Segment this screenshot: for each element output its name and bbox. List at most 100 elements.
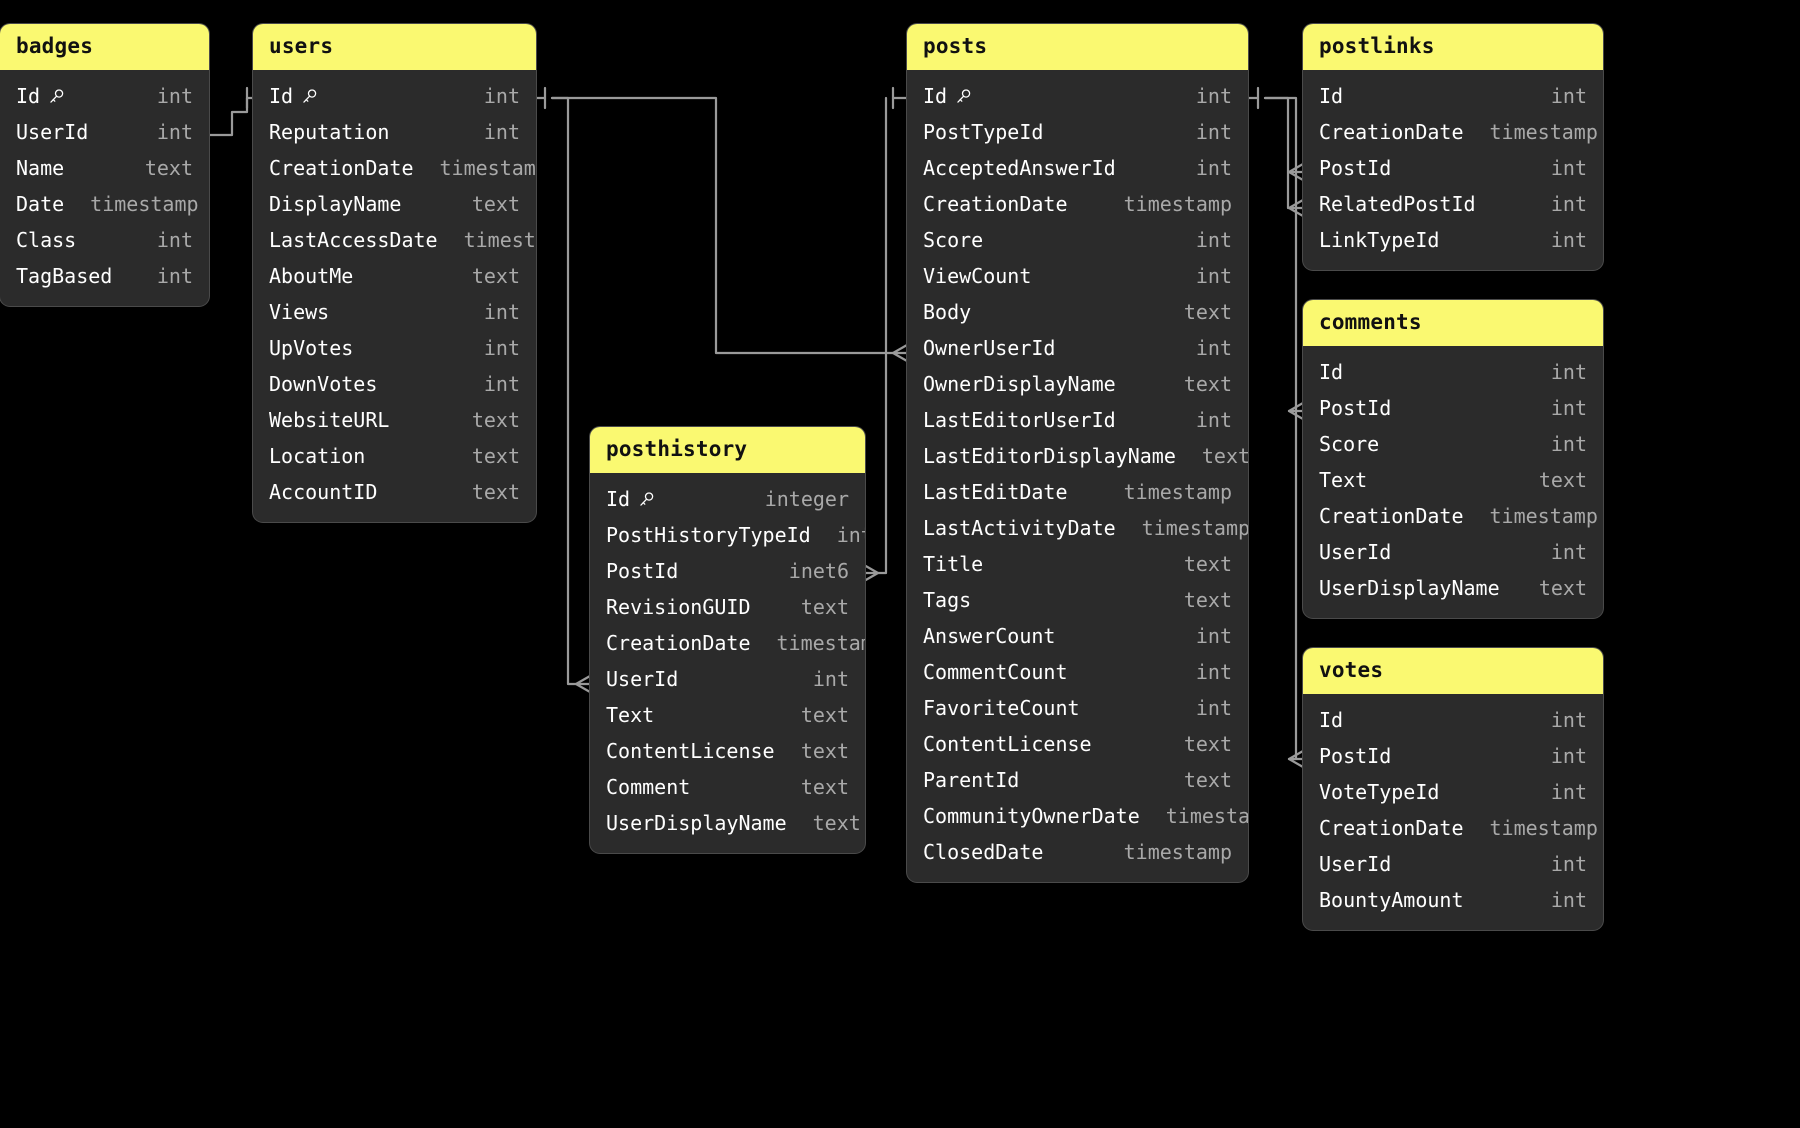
key-icon (955, 88, 972, 105)
column-name: VoteTypeId (1319, 780, 1440, 804)
column-row[interactable]: PostHistoryTypeIdint (590, 517, 865, 553)
table-header-posthistory[interactable]: posthistory (590, 427, 865, 473)
column-row[interactable]: ParentId text (907, 762, 1248, 798)
column-type: int (483, 372, 520, 396)
column-type: int (812, 667, 849, 691)
column-row[interactable]: DownVotes int (253, 366, 536, 402)
column-row[interactable]: LastAccessDatetimestamp (253, 222, 536, 258)
column-name: Score (923, 228, 984, 252)
column-type: text (1538, 576, 1587, 600)
column-row[interactable]: CommunityOwnerDatetimestamp (907, 798, 1248, 834)
table-header-posts[interactable]: posts (907, 24, 1248, 70)
column-type: text (1183, 768, 1232, 792)
table-header-votes[interactable]: votes (1303, 648, 1603, 694)
column-type: text (800, 739, 849, 763)
column-name: PostHistoryTypeId (606, 523, 811, 547)
table-header-badges[interactable]: badges (0, 24, 209, 70)
table-header-comments[interactable]: comments (1303, 300, 1603, 346)
column-name: DownVotes (269, 372, 378, 396)
table-header-users[interactable]: users (253, 24, 536, 70)
column-name: CommunityOwnerDate (923, 804, 1140, 828)
column-type: text (812, 811, 861, 835)
column-name: LastAccessDate (269, 228, 438, 252)
column-name: PostId (1319, 396, 1392, 420)
table-posthistory[interactable]: posthistoryIdintegerPostHistoryTypeIdint… (590, 427, 865, 853)
column-name: ParentId (923, 768, 1020, 792)
column-name: Id (606, 487, 655, 511)
table-header-postlinks[interactable]: postlinks (1303, 24, 1603, 70)
column-type: text (471, 480, 520, 504)
